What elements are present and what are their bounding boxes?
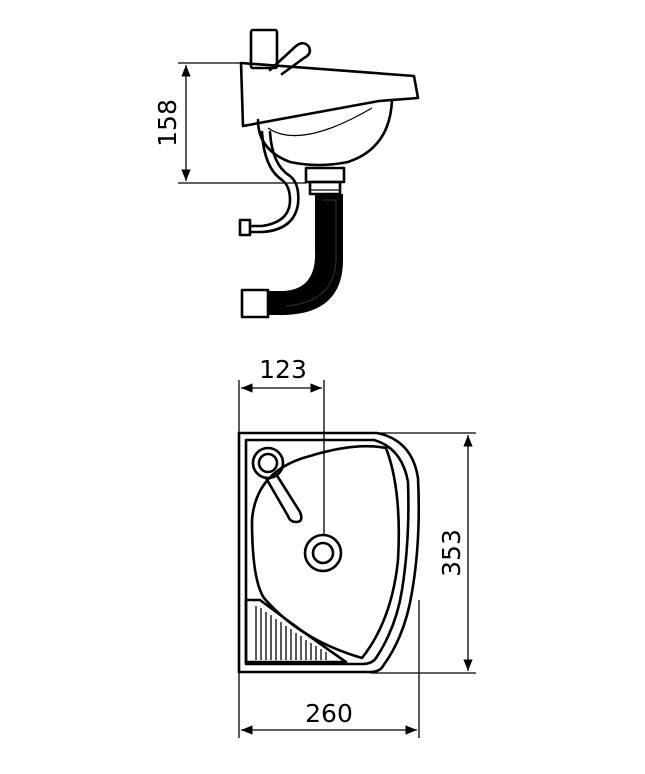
dimension-123: 123 — [238, 355, 325, 535]
top-view: 123 353 260 — [237, 355, 476, 738]
basin-outline-inner — [244, 438, 410, 666]
basin-bowl — [256, 98, 394, 167]
drainboard-ribs — [244, 598, 348, 664]
dimension-158: 158 — [153, 62, 306, 184]
tap-top — [251, 446, 303, 524]
tap-spout — [268, 41, 312, 76]
drain-pipe-end — [240, 288, 270, 319]
drain-pipe — [267, 194, 343, 315]
basin-rim — [239, 61, 420, 128]
dimension-123-label: 123 — [259, 355, 307, 384]
tap-body — [249, 28, 279, 70]
bowl-curve — [250, 444, 401, 660]
dimension-260-label: 260 — [305, 699, 353, 728]
side-view: 158 — [153, 28, 420, 319]
basin-outline-outer — [237, 431, 421, 674]
dimension-260: 260 — [238, 600, 420, 738]
dimension-353-label: 353 — [437, 529, 466, 577]
drain-nut — [308, 180, 342, 196]
bowl-inner-line — [267, 107, 373, 137]
supply-hose-end — [238, 218, 252, 237]
drain-hole — [303, 533, 343, 573]
dimension-353: 353 — [370, 432, 476, 674]
dimension-158-label: 158 — [153, 99, 182, 147]
drain-fitting — [304, 166, 346, 184]
supply-hose — [248, 130, 292, 228]
